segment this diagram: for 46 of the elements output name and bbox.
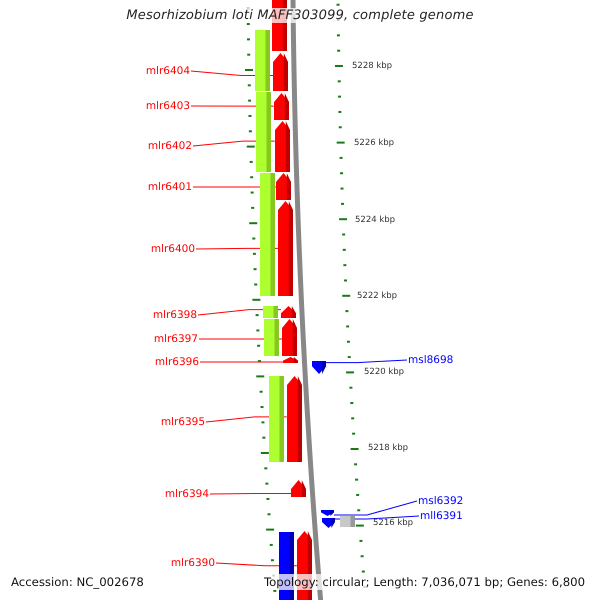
gene-block	[280, 306, 296, 318]
gene-label: msl6392	[418, 495, 464, 507]
gene-label: mlr6402	[148, 140, 192, 152]
leader-line	[325, 360, 408, 364]
gene-block	[276, 173, 291, 200]
gene-label: mlr6390	[170, 557, 215, 569]
leader-line	[333, 500, 418, 516]
feature-bar	[254, 30, 270, 91]
scale-label: 5222 kbp	[357, 291, 398, 301]
accession-text: Accession: NC_002678	[9, 574, 146, 590]
gene-block	[320, 510, 334, 516]
gene-block	[274, 93, 289, 120]
gene-block	[322, 518, 335, 528]
leader-line	[198, 309, 282, 316]
scale-label: 5228 kbp	[352, 61, 392, 71]
gene-label: mlr6398	[152, 309, 197, 321]
gene-label: mlr6397	[154, 333, 198, 345]
genome-stats-text: Topology: circular; Length: 7,036,071 bp; Genes: 6,800	[262, 574, 588, 590]
gene-block	[274, 121, 290, 172]
feature-bar	[256, 92, 272, 172]
gene-label: mlr6404	[146, 65, 190, 77]
scale-label: 5224 kbp	[355, 215, 396, 225]
gene-block	[283, 357, 298, 363]
gene-block	[286, 376, 302, 462]
scale-label: 5216 kbp	[373, 518, 414, 528]
feature-bar	[260, 173, 275, 296]
feature-bar	[262, 306, 278, 318]
gene-block	[273, 53, 288, 91]
leader-line	[210, 492, 292, 494]
gene-label: mll6391	[420, 510, 463, 522]
gene-label: mlr6401	[148, 181, 192, 193]
feature-bar	[268, 376, 284, 462]
scale-label: 5220 kbp	[364, 367, 404, 377]
gene-block	[291, 480, 306, 497]
gene-block	[312, 361, 326, 374]
scale-label: 5226 kbp	[354, 138, 394, 148]
gene-label: mlr6394	[164, 488, 209, 500]
gene-label: mlr6396	[154, 356, 199, 368]
gene-label: mlr6400	[150, 243, 195, 255]
feature-bar	[264, 319, 280, 356]
gene-label: mlr6395	[160, 416, 205, 428]
gene-label: msl8698	[408, 354, 454, 366]
feature-box	[340, 516, 355, 527]
leader-line	[334, 516, 420, 520]
scale-label: 5218 kbp	[368, 443, 408, 453]
gene-label: mlr6403	[146, 100, 190, 112]
